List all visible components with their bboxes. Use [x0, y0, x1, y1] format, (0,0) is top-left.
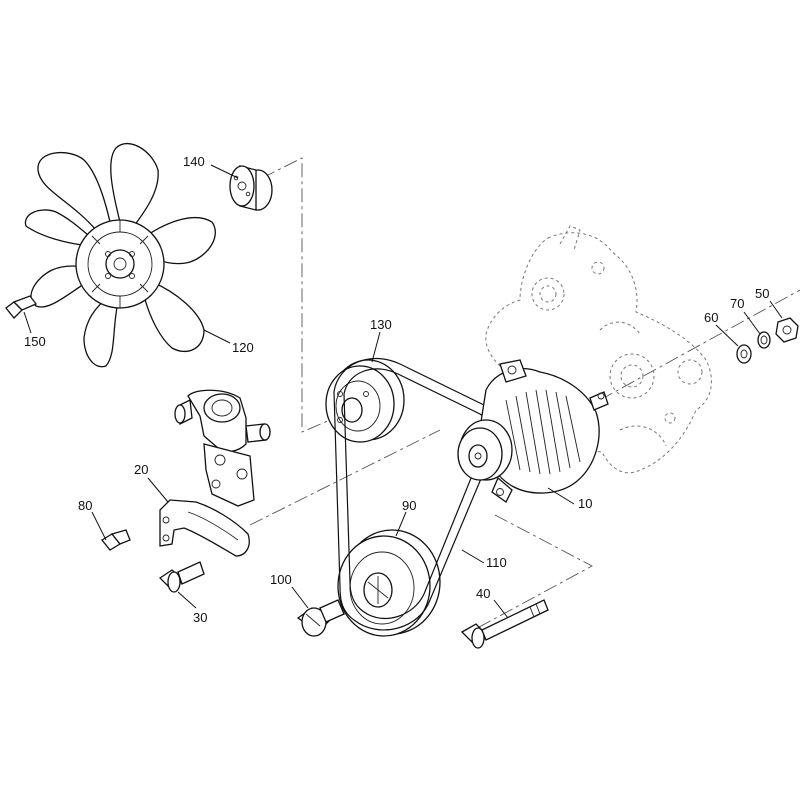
callout-150: 150: [24, 334, 46, 349]
cooling-fan: [24, 142, 216, 368]
callout-70: 70: [730, 296, 744, 311]
callout-20: 20: [134, 462, 148, 477]
callout-leaders: [23, 164, 783, 619]
callout-140: 140: [183, 154, 205, 169]
callout-30: 30: [193, 610, 207, 625]
callout-110: 110: [486, 555, 507, 570]
v-belt: [333, 357, 503, 631]
engine-block-outline: [485, 225, 712, 474]
callout-100: 100: [270, 572, 292, 587]
callout-50: 50: [755, 286, 769, 301]
fan-bolt: [5, 295, 38, 319]
callout-120: 120: [232, 340, 254, 355]
adjusting-bracket: [159, 499, 250, 557]
alternator: [457, 359, 609, 503]
callout-60: 60: [704, 310, 718, 325]
water-pump-pulley: [325, 359, 405, 443]
fan-spacer: [229, 165, 273, 211]
bracket-bolt-small: [101, 529, 131, 551]
water-flange-bracket: [174, 389, 271, 507]
bracket-bolt-flanged: [158, 561, 205, 593]
alternator-long-bolt: [460, 599, 549, 649]
callout-40: 40: [476, 586, 490, 601]
crankshaft-pulley: [337, 529, 441, 637]
callout-10: 10: [578, 496, 592, 511]
pulley-flanged-bolt: [296, 599, 345, 637]
hex-nut: [775, 317, 799, 343]
callout-labels: 10 20 30 40 50 60 70 80 90 100 110 120 1…: [24, 154, 769, 625]
callout-130: 130: [370, 317, 392, 332]
assembly-guide-lines: [249, 157, 800, 633]
callout-90: 90: [402, 498, 416, 513]
callout-80: 80: [78, 498, 92, 513]
washer-plain: [736, 344, 752, 364]
washer-spring: [757, 331, 771, 349]
